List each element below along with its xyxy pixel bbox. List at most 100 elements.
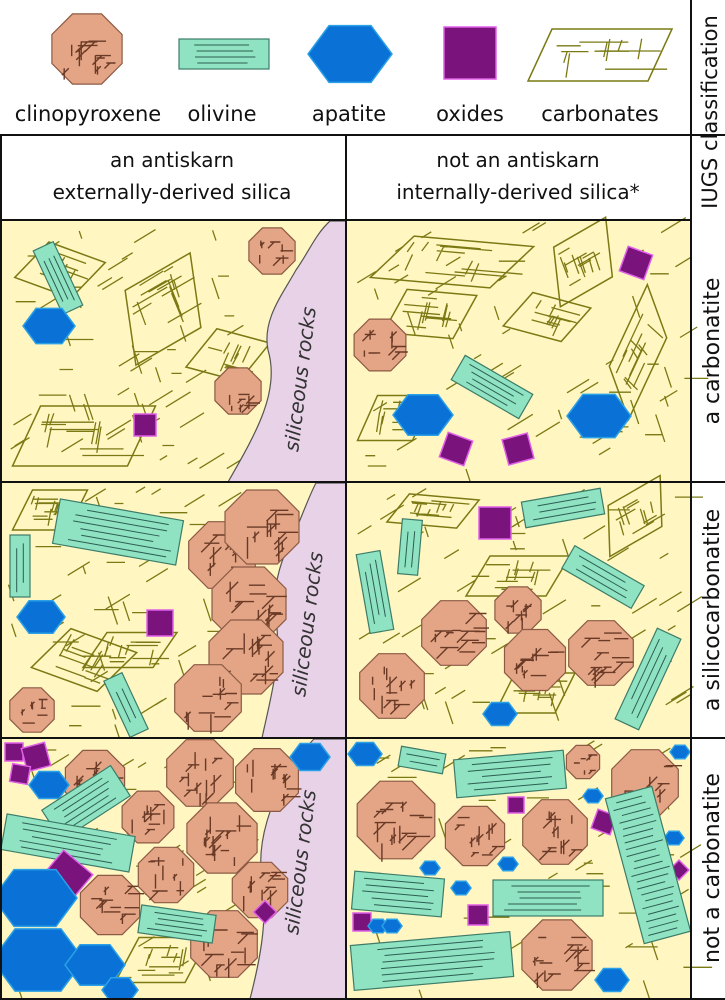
row-label-silicocarbonatite: a silicocarbonatite xyxy=(700,509,725,711)
apatite-crystal xyxy=(22,307,76,345)
legend-label-olivine: olivine xyxy=(187,102,256,126)
clinopyroxene-crystal xyxy=(214,367,262,415)
carbonate-crystal xyxy=(368,235,536,289)
column-2-line-1: not an antiskarn xyxy=(436,148,599,172)
olivine-crystal xyxy=(492,879,604,917)
oxide-crystal xyxy=(618,245,654,281)
olivine-crystal xyxy=(178,38,270,70)
oxide-crystal xyxy=(146,609,174,637)
panel-antiskarn-silicocarbonatite: siliceous rocks xyxy=(2,482,347,747)
legend-label-apatite: apatite xyxy=(312,102,386,126)
apatite-crystal xyxy=(582,788,604,804)
apatite-crystal xyxy=(419,860,441,876)
carbonate-crystal xyxy=(552,215,614,309)
oxide-crystal xyxy=(467,904,489,926)
side-header-iugs: IUGS classification xyxy=(698,15,722,209)
oxides-legend-icon xyxy=(443,26,497,80)
clinopyroxene-crystal xyxy=(565,744,601,780)
olivine-crystal xyxy=(450,354,534,420)
olivine-crystal xyxy=(9,534,31,598)
olivine-crystal xyxy=(604,785,692,945)
carbonate-crystal xyxy=(381,288,479,340)
legend-label-oxides: oxides xyxy=(436,102,504,126)
carbonates-legend-icon xyxy=(526,28,674,82)
apatite-crystal xyxy=(0,928,85,992)
column-headers: an antiskarn externally-derived silica n… xyxy=(53,148,640,204)
clinopyroxene-crystal xyxy=(353,318,408,372)
apatite-crystal xyxy=(594,967,630,993)
panel-antiskarn-carbonatite: siliceous rocks xyxy=(2,220,347,483)
legend-label-clinopyroxene: clinopyroxene xyxy=(15,102,161,126)
oxide-crystal xyxy=(8,762,32,786)
clinopyroxene-crystal xyxy=(568,620,634,688)
apatite-crystal xyxy=(289,742,331,772)
clinopyroxene-legend-icon xyxy=(51,13,123,85)
apatite-crystal xyxy=(16,600,66,634)
olivine-crystal xyxy=(103,671,149,739)
carbonate-crystal xyxy=(11,405,157,467)
carbonate-crystal xyxy=(124,251,202,367)
apatite-crystal xyxy=(0,868,78,928)
column-1-line-2: externally-derived silica xyxy=(53,180,292,204)
carbonate-crystal xyxy=(29,627,139,693)
legend-label-carbonates: carbonates xyxy=(541,102,659,126)
column-2-line-2: internally-derived silica* xyxy=(396,180,639,204)
oxide-crystal xyxy=(20,741,52,773)
olivine-crystal xyxy=(349,930,515,992)
olivine-crystal xyxy=(51,498,185,566)
olivine-crystal xyxy=(355,549,395,635)
olivine-crystal xyxy=(350,870,446,918)
olivine-crystal xyxy=(614,627,682,731)
apatite-crystal xyxy=(450,880,472,896)
panel-not-antiskarn-carbonatite xyxy=(347,215,709,489)
clinopyroxene-crystal xyxy=(51,13,123,85)
clinopyroxene-crystal xyxy=(231,861,289,919)
apatite-crystal xyxy=(307,24,393,84)
olivine-crystal xyxy=(397,745,447,775)
oxide-crystal xyxy=(501,432,535,466)
clinopyroxene-crystal xyxy=(522,799,588,865)
clinopyroxene-crystal xyxy=(224,489,300,565)
olivine-crystal xyxy=(452,749,568,799)
clinopyroxene-crystal xyxy=(137,846,195,904)
apatite-crystal xyxy=(669,744,691,760)
apatite-crystal xyxy=(381,918,403,934)
oxide-crystal xyxy=(133,413,157,437)
olivine-crystal xyxy=(32,240,84,316)
oxide-crystal xyxy=(438,431,474,467)
siliceous-rocks-region xyxy=(261,482,347,739)
clinopyroxene-crystal xyxy=(174,664,242,734)
clinopyroxene-crystal xyxy=(186,802,258,874)
clinopyroxene-crystal xyxy=(9,687,55,733)
olivine-crystal xyxy=(396,518,424,576)
apatite-crystal xyxy=(392,393,454,437)
clinopyroxene-crystal xyxy=(359,653,425,719)
oxide-crystal xyxy=(252,899,278,925)
oxide-crystal xyxy=(507,796,525,814)
apatite-crystal xyxy=(367,918,389,934)
olivine-legend-icon xyxy=(178,38,270,70)
carbonate-fabric xyxy=(10,229,246,470)
oxide-crystal xyxy=(4,742,24,762)
clinopyroxene-crystal xyxy=(421,600,489,666)
column-1-line-1: an antiskarn xyxy=(110,148,234,172)
clinopyroxene-crystal xyxy=(444,805,506,867)
olivine-crystal xyxy=(137,904,217,944)
panel-not-antiskarn-not-carbonatite xyxy=(347,739,713,1000)
carbonate-crystal xyxy=(501,291,593,343)
clinopyroxene-crystal xyxy=(79,874,145,936)
panel-not-antiskarn-silicocarbonatite xyxy=(347,474,703,738)
panel-antiskarn-not-carbonatite: siliceous rocks xyxy=(0,738,347,1000)
oxide-crystal xyxy=(478,506,512,540)
apatite-crystal xyxy=(347,741,383,767)
clinopyroxene-crystal xyxy=(121,790,175,844)
clinopyroxene-crystal xyxy=(494,586,542,634)
apatite-crystal xyxy=(101,977,139,1000)
carbonate-crystal xyxy=(608,282,668,422)
clinopyroxene-crystal xyxy=(521,919,595,991)
siliceous-rocks-region xyxy=(226,220,347,483)
oxide-crystal xyxy=(443,26,497,80)
apatite-crystal xyxy=(566,393,632,439)
